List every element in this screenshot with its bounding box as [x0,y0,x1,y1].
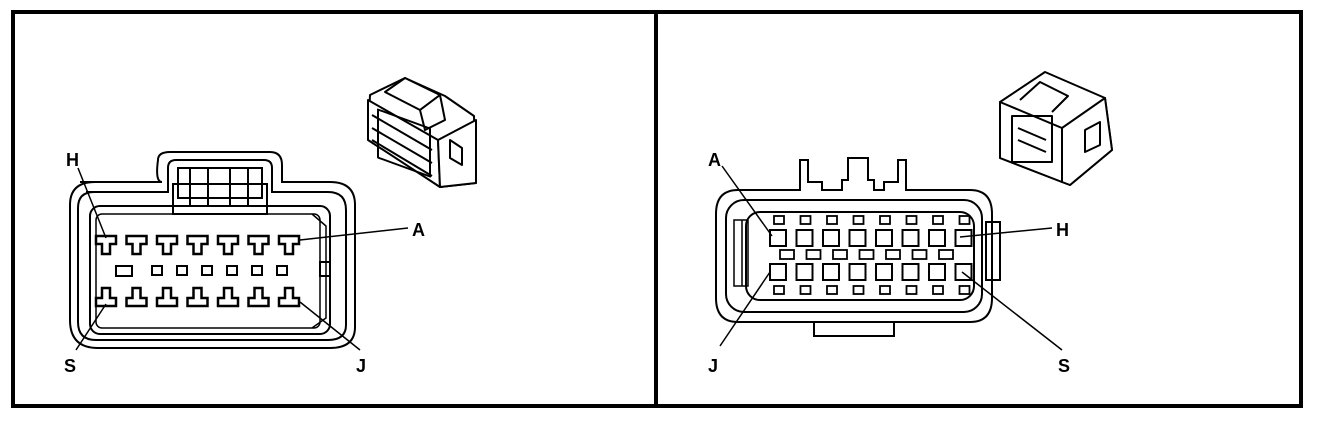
right-top-terminal-tab [879,215,891,225]
right-bottom-terminal [928,263,946,281]
left-top-terminal [94,234,118,256]
right-callout-j-line [719,271,771,347]
right-middle-slot [805,249,822,260]
right-callout-a-line [721,165,773,237]
left-connector-face [69,151,356,349]
right-top-terminal [822,229,840,247]
right-bottom-terminal [901,263,920,281]
left-label-j: J [356,356,366,376]
left-top-terminal [186,234,209,256]
right-middle-row-slots [779,249,954,260]
left-bottom-terminal [216,286,240,308]
left-top-row-terminals [94,234,301,256]
right-top-terminal [769,229,787,247]
left-top-terminal [125,234,148,256]
right-panel: A H J S [708,71,1113,376]
left-middle-slot [151,265,163,276]
right-middle-slot [832,249,848,260]
left-callout-s-line [75,303,107,351]
right-top-terminal-tab [905,215,918,225]
right-bottom-terminal-tab [852,285,865,295]
right-top-terminal [954,229,973,247]
right-top-terminal [848,229,867,247]
left-label-h: H [66,150,79,170]
left-top-terminal [155,234,179,256]
left-top-terminal [216,234,240,256]
left-top-terminal [277,234,301,256]
right-top-terminal [795,229,814,247]
left-bottom-terminal [94,286,118,308]
right-bottom-terminal-tab [905,285,918,295]
right-top-terminal-tab [799,215,812,225]
right-middle-slot [779,249,795,260]
left-middle-row-slots [115,265,288,277]
left-middle-slot [276,265,288,276]
left-middle-slot [176,265,188,276]
right-callout-h-line [959,227,1053,238]
left-label-s: S [64,356,76,376]
left-bottom-terminal [125,286,148,308]
right-top-terminal [901,229,920,247]
right-top-terminal-tab [932,215,944,225]
right-bottom-row-terminals [769,263,973,295]
right-bottom-terminal-tab [958,285,971,295]
left-callout-h-line [77,167,107,239]
right-label-s: S [1058,356,1070,376]
left-middle-slot [115,265,133,277]
right-bottom-terminal-tab [826,285,838,295]
right-middle-slot [938,249,954,260]
right-top-terminal-tab [958,215,971,225]
right-bottom-terminal [795,263,814,281]
left-callout-j-line [299,301,361,351]
right-connector-3d-view [999,71,1113,186]
right-middle-slot [911,249,928,260]
left-label-a: A [412,220,425,240]
right-bottom-terminal [848,263,867,281]
left-bottom-terminal [186,286,209,308]
left-callout-a-line [299,227,409,241]
left-panel: H A S J [64,77,477,376]
left-middle-slot [201,265,213,276]
right-bottom-terminal-tab [932,285,944,295]
left-bottom-terminal [277,286,301,308]
left-bottom-terminal [247,286,270,308]
right-bottom-terminal [769,263,787,281]
right-label-h: H [1056,220,1069,240]
left-bottom-terminal [155,286,179,308]
left-connector-3d-view [367,77,477,188]
left-top-terminal [247,234,270,256]
right-top-terminal [875,229,893,247]
right-top-terminal-tab [773,215,785,225]
left-bottom-row-terminals [94,286,301,308]
right-bottom-terminal-tab [773,285,785,295]
right-top-terminal-tab [826,215,838,225]
right-callout-s-line [961,271,1063,351]
right-label-a: A [708,150,721,170]
right-connector-face [715,157,1001,337]
right-bottom-terminal-tab [799,285,812,295]
left-middle-slot [251,265,263,276]
right-bottom-terminal-tab [879,285,891,295]
right-middle-slot [858,249,875,260]
left-middle-slot [226,265,238,276]
right-top-terminal [928,229,946,247]
right-top-terminal-tab [852,215,865,225]
right-label-j: J [708,356,718,376]
right-bottom-terminal [822,263,840,281]
right-top-row-terminals [769,215,973,247]
right-bottom-terminal [875,263,893,281]
right-middle-slot [885,249,901,260]
